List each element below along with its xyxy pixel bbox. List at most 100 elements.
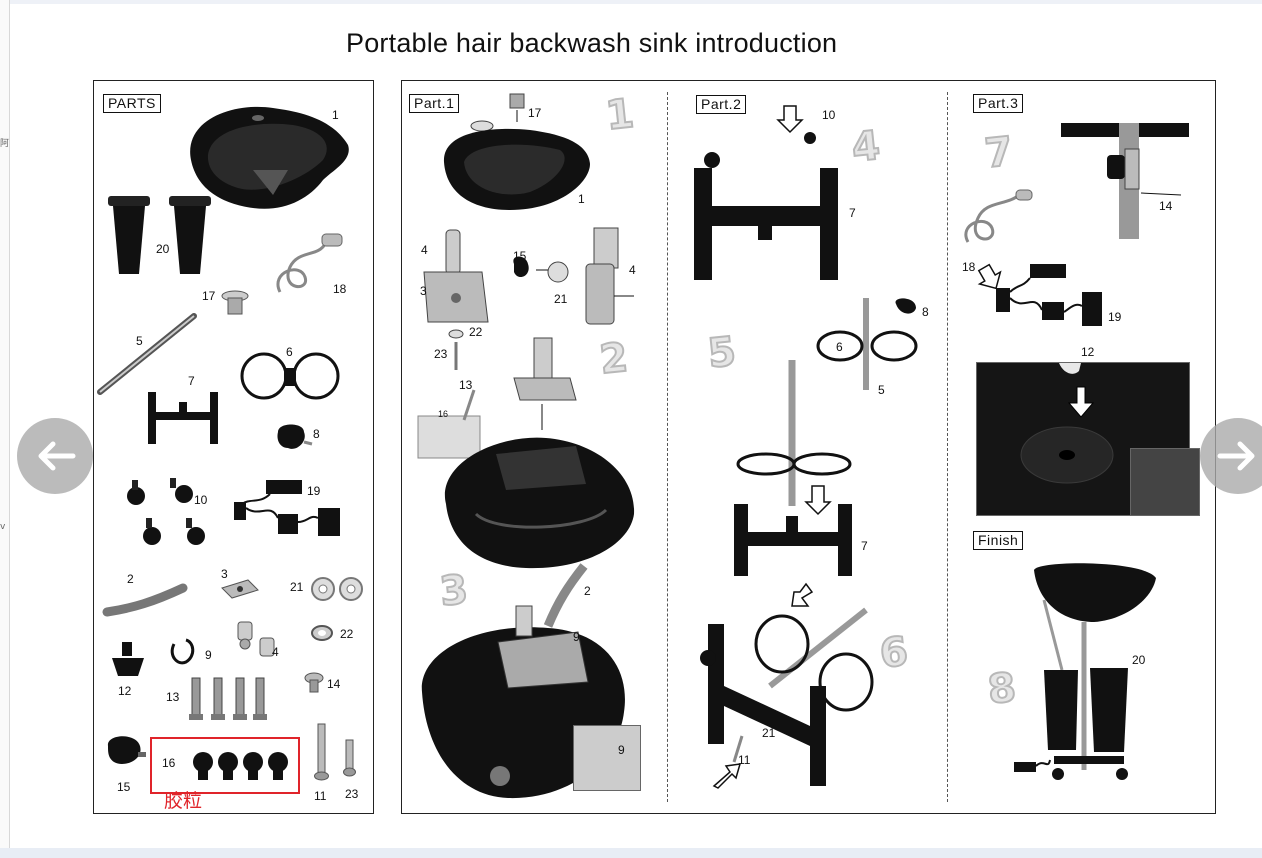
- step-number-label: 9: [573, 630, 580, 644]
- part-number: 2: [127, 572, 134, 586]
- step-number-label: 21: [554, 292, 568, 306]
- sink-bowl-image: [190, 106, 349, 209]
- section-label-parts: PARTS: [103, 94, 161, 113]
- part-number: 7: [188, 374, 195, 388]
- part-number: 10: [194, 493, 208, 507]
- step-number: 4: [849, 122, 883, 173]
- step-number-label: 10: [822, 108, 836, 122]
- large-knob-image: [107, 736, 146, 765]
- step-number-label: 1: [578, 192, 585, 206]
- step-number-label: 22: [469, 325, 483, 339]
- arrow-right-icon: [1217, 441, 1255, 471]
- step-number-label: 7: [861, 539, 868, 553]
- part-number: 11: [314, 789, 327, 803]
- step-number-label: 11: [738, 753, 751, 767]
- pole-image: [97, 313, 197, 395]
- step1-bracket-assembly-image: [423, 227, 634, 370]
- part-number: 14: [327, 677, 341, 691]
- step-number-label: 5: [878, 383, 885, 397]
- knob-image: [277, 424, 313, 449]
- section-label-part2: Part.2: [696, 95, 747, 114]
- step-number-label: 19: [1108, 310, 1122, 324]
- arrow-left-icon: [38, 441, 76, 471]
- divider: [947, 92, 948, 802]
- step7-hose-pump-image: [964, 189, 1102, 326]
- highlight-box-16: [150, 737, 300, 794]
- step-number-label: 4: [629, 263, 636, 277]
- step1-sink-image: [443, 93, 590, 210]
- step-number-label: 15: [513, 249, 527, 263]
- lock-washer-image: [311, 625, 333, 641]
- section-label-part1: Part.1: [409, 94, 460, 113]
- top-bar: [0, 0, 1262, 4]
- step-number-label: 2: [584, 584, 591, 598]
- bottom-bar: [0, 848, 1262, 858]
- part-number: 12: [118, 684, 132, 698]
- drain-plug-image: [112, 642, 144, 676]
- part-number: 22: [340, 627, 354, 641]
- step-number-label: 9: [618, 743, 625, 757]
- step2-sink-assembly-image: [417, 337, 635, 569]
- part-number: 18: [333, 282, 347, 296]
- step-number: 1: [603, 90, 637, 141]
- part-number: 19: [307, 484, 321, 498]
- storage-cups-image: [108, 196, 211, 274]
- step7-pole-photo: [1060, 122, 1190, 240]
- section-label-part3: Part.3: [973, 94, 1024, 113]
- part-number: 8: [313, 427, 320, 441]
- divider: [667, 92, 668, 802]
- small-screw-image: [304, 672, 324, 693]
- part-number: 16: [162, 756, 176, 770]
- page-title: Portable hair backwash sink introduction: [346, 28, 838, 58]
- part-number: 21: [290, 580, 304, 594]
- edge-char: 阿: [0, 139, 10, 149]
- part-number: 23: [345, 787, 359, 801]
- inset-photo: [573, 725, 641, 791]
- step-number-label: 16: [438, 409, 449, 419]
- part-number: 13: [166, 690, 180, 704]
- part-number: 4: [272, 645, 279, 659]
- step5-stand-image: [734, 360, 852, 576]
- mount-plate-image: [221, 579, 259, 599]
- step6-assembly-image: [700, 582, 874, 789]
- pole-brackets-image: [237, 621, 275, 657]
- prev-button[interactable]: [17, 418, 93, 494]
- left-edge: 阿 v: [0, 0, 10, 848]
- rings-image: [240, 352, 340, 400]
- next-button[interactable]: [1200, 418, 1262, 494]
- step-number-label: 23: [434, 347, 448, 361]
- part-number: 6: [286, 345, 293, 359]
- step-number-label: 6: [836, 340, 843, 354]
- step8-inset-photo: [1130, 448, 1200, 516]
- part-number: 17: [202, 289, 216, 303]
- shower-hose-image: [276, 233, 343, 293]
- step-number-label: 8: [922, 305, 929, 319]
- red-annotation: 胶粒: [164, 790, 203, 812]
- step-number-label: 20: [1132, 653, 1146, 667]
- finish-product-image: [1014, 563, 1156, 780]
- pump-power-image: [234, 480, 340, 536]
- casters-image: [127, 478, 205, 545]
- drain-tube-image: [102, 583, 188, 617]
- step-number: 7: [982, 128, 1016, 179]
- screws-image: [189, 677, 267, 720]
- part-number: 5: [136, 334, 143, 348]
- section-label-finish: Finish: [973, 531, 1024, 550]
- step-number-label: 21: [762, 726, 776, 740]
- base-frame-image: [148, 392, 218, 444]
- step-number-label: 13: [459, 378, 473, 392]
- bolts-image: [314, 723, 356, 781]
- step-number-label: 12: [1081, 345, 1095, 359]
- step-number-label: 18: [962, 260, 976, 274]
- part-number: 15: [117, 780, 131, 794]
- drain-image: [221, 290, 249, 315]
- hose-clamp-image: [170, 638, 195, 665]
- step-number-label: 3: [420, 284, 427, 298]
- step-number-label: 14: [1159, 199, 1173, 213]
- step5-rings-image: [816, 298, 918, 390]
- step-number-label: 17: [528, 106, 542, 120]
- part-number: 20: [156, 242, 170, 256]
- washers-image: [311, 577, 363, 601]
- step-number-label: 4: [421, 243, 428, 257]
